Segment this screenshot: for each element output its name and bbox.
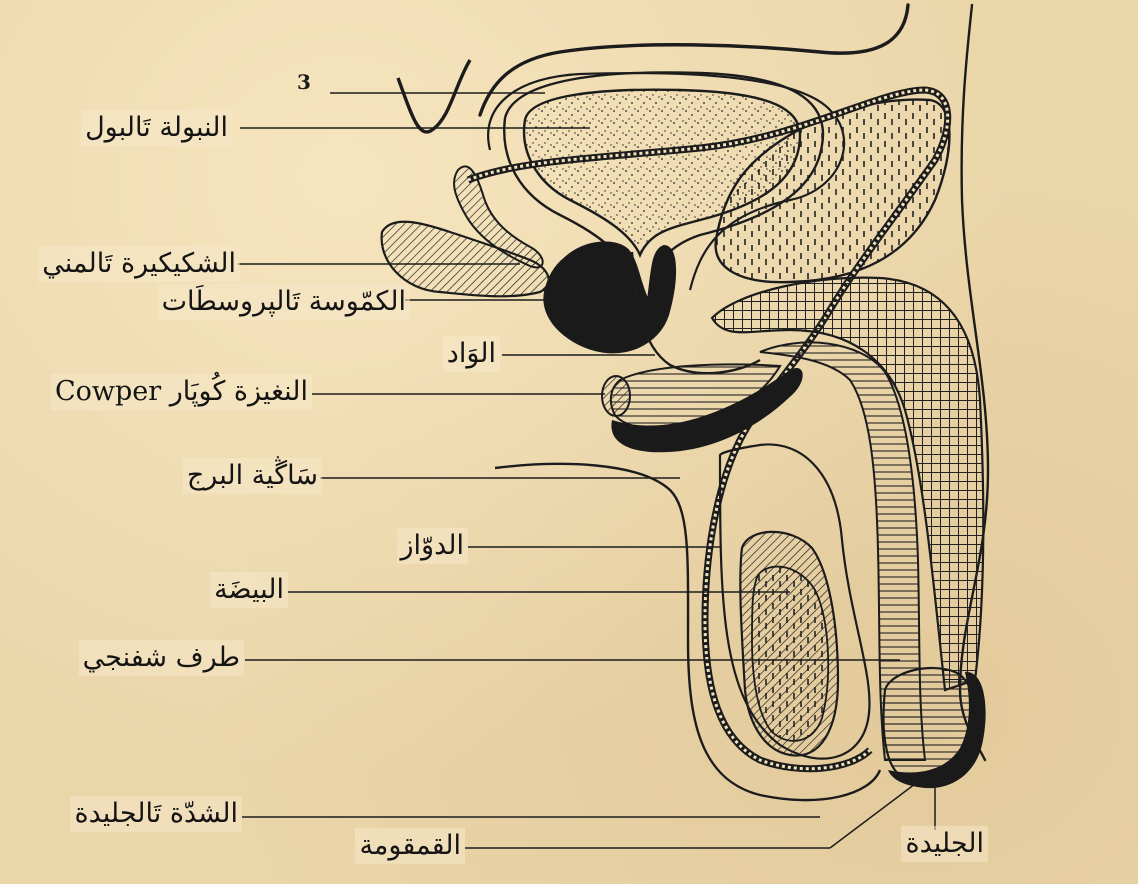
label-cowper-gland: النغيزة كُوپَار Cowper [51, 374, 312, 410]
label-urethra: الوَاد [443, 336, 500, 372]
label-foreskin: الجليدة [901, 826, 988, 862]
label-spongy-body: طرف شفنجي [79, 640, 244, 676]
figure-number: 3 [297, 70, 311, 94]
label-foreskin-frenulum: الشدّة تَالجليدة [70, 796, 242, 832]
prostate [544, 242, 675, 352]
label-bladder: النبولة تَالبول [81, 110, 232, 146]
label-seminal-vesicle: الشكيكيرة تَالمني [38, 246, 240, 282]
cowper-gland-shape [602, 376, 630, 416]
label-penis-shaft: سَاڴية البرج [183, 458, 322, 494]
label-testis: البيضَة [210, 572, 288, 608]
abdominal-fold [398, 60, 470, 132]
label-prostate: الكمّوسة تَالپروسطَات [158, 284, 410, 320]
label-vas-deferens: الدوّاز [397, 528, 468, 564]
label-glans: القمقومة [355, 828, 465, 864]
